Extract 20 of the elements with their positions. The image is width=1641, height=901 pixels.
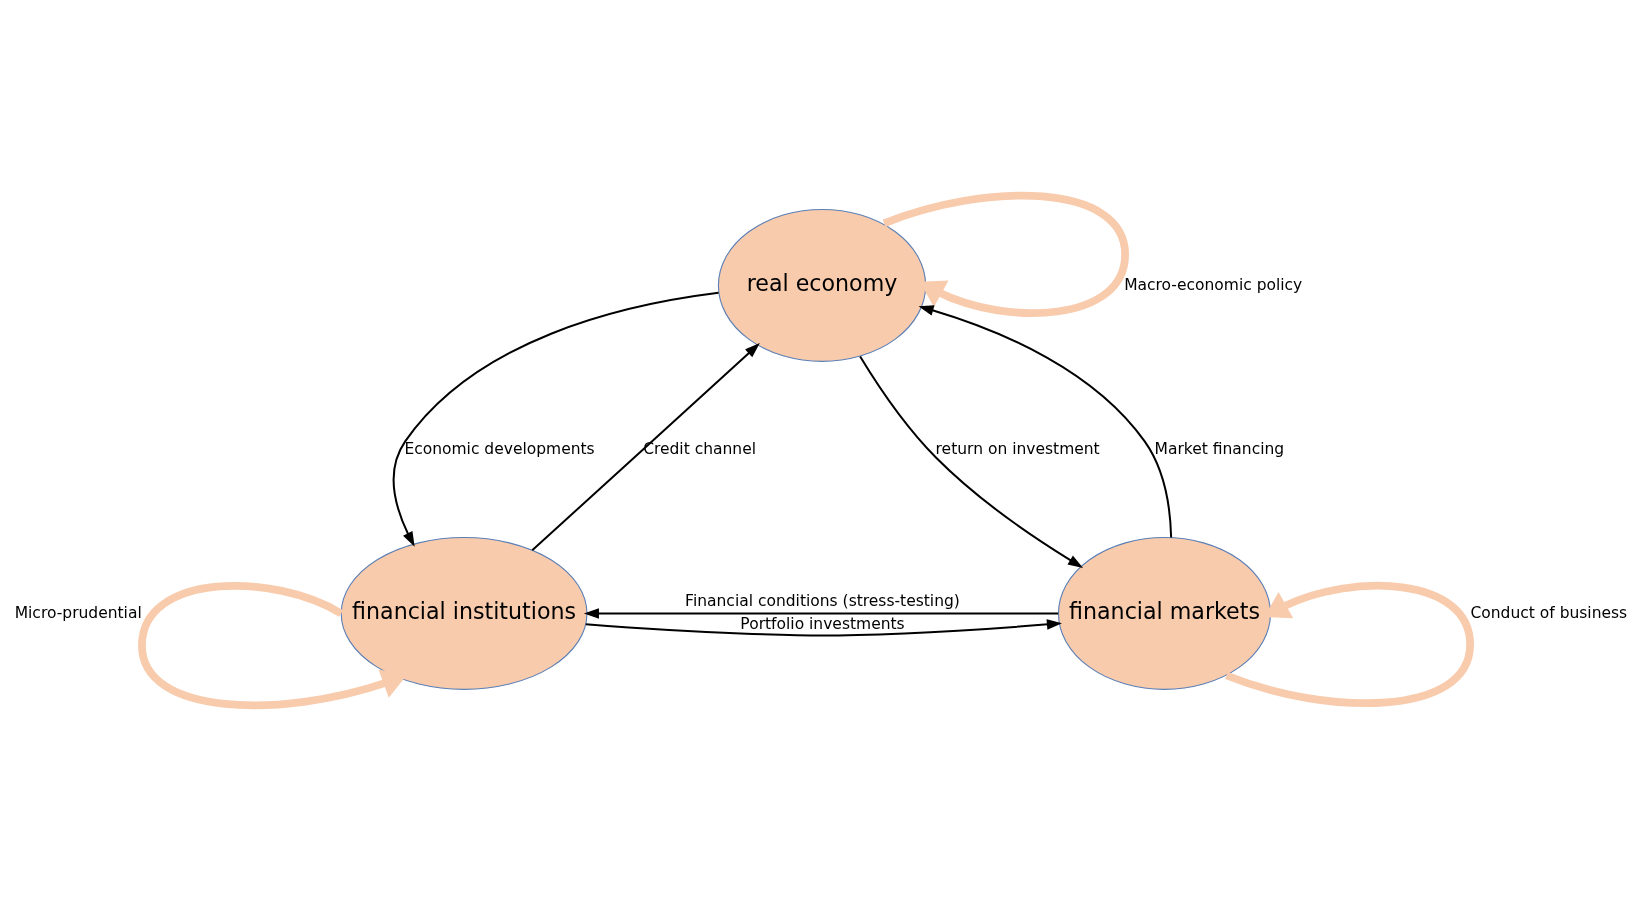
- edge-label: Credit channel: [642, 439, 756, 458]
- edge-label: Micro-prudential: [14, 603, 142, 622]
- edge-label: Economic developments: [403, 439, 595, 458]
- arrow: [583, 608, 1059, 619]
- edge-label: Conduct of business: [1469, 603, 1627, 622]
- edge-label: Market financing: [1154, 439, 1284, 458]
- arrow: [530, 343, 760, 552]
- node-ellipse: financial institutions: [340, 537, 587, 690]
- arrow: [137, 582, 407, 710]
- node-ellipse: real economy: [717, 208, 926, 362]
- arrow: [392, 291, 720, 547]
- arrow: [882, 191, 1129, 317]
- edge-label: return on investment: [935, 439, 1100, 458]
- node-ellipse: financial markets: [1057, 537, 1271, 690]
- edge-label: Macro-economic policy: [1123, 275, 1302, 294]
- edge-label: Financial conditions (stress-testing): [684, 591, 960, 610]
- arrow: [858, 355, 1083, 568]
- arrow: [918, 305, 1172, 539]
- edge-label: Portfolio investments: [739, 615, 905, 634]
- arrow: [584, 619, 1062, 637]
